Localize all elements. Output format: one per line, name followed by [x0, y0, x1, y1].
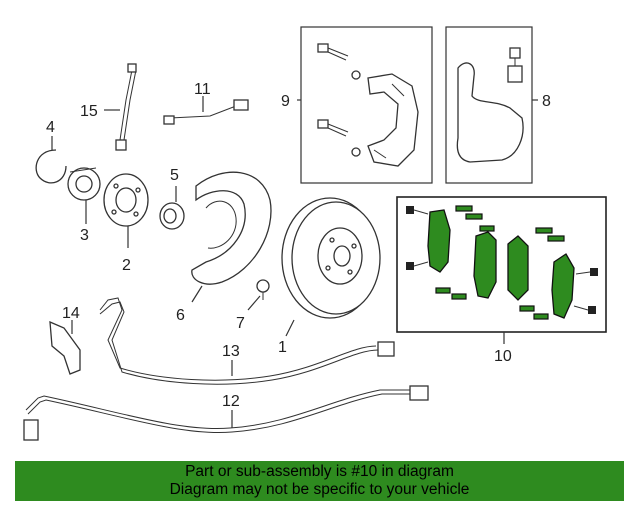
splash-shield: 6 — [176, 171, 272, 324]
pad-clip — [435, 205, 565, 320]
caliper-bracket-bolt-top — [317, 43, 361, 80]
caliper-bracket-bolt-bottom — [317, 119, 361, 157]
callout-12: 12 — [222, 393, 240, 410]
callout-2: 2 — [122, 257, 131, 274]
callout-8: 8 — [542, 93, 551, 110]
guide-pin-box: 8 — [445, 26, 551, 184]
notice-banner: Part or sub-assembly is #10 in diagram D… — [15, 461, 624, 501]
callout-4: 4 — [46, 119, 55, 136]
banner-line-1: Part or sub-assembly is #10 in diagram — [185, 463, 454, 480]
callout-6: 6 — [176, 307, 185, 324]
callout-7: 7 — [236, 315, 245, 332]
brake-pad — [427, 209, 451, 273]
banner-line-2: Diagram may not be specific to your vehi… — [169, 481, 470, 498]
callout-3: 3 — [80, 227, 89, 244]
callout-15: 15 — [80, 103, 98, 120]
callout-13: 13 — [222, 343, 240, 360]
brake-hose: 15 — [80, 63, 137, 151]
wear-sensor: 11 — [163, 81, 249, 125]
callout-14: 14 — [62, 305, 80, 322]
brake-pad — [551, 253, 575, 319]
caliper-bracket — [367, 73, 419, 167]
brake-rotor: 1 — [278, 197, 381, 356]
callout-10: 10 — [494, 348, 512, 365]
brake-parts-diagram: 9 8 — [23, 26, 607, 441]
wheel-hub: 2 — [103, 173, 149, 274]
caliper-bracket-box: 9 — [281, 26, 433, 184]
brake-pad-set-box: 10 — [396, 196, 607, 365]
dust-boot — [456, 62, 524, 163]
wheel-bearing: 3 — [67, 167, 101, 244]
bleeder-screw — [507, 47, 523, 83]
callout-9: 9 — [281, 93, 290, 110]
pad-bolt — [406, 206, 598, 314]
callout-11: 11 — [194, 81, 211, 98]
snap-ring: 4 — [35, 119, 67, 184]
shield-bolt: 7 — [236, 279, 270, 332]
sensor-bracket: 14 — [49, 305, 81, 375]
hub-cap: 5 — [159, 167, 185, 230]
callout-5: 5 — [170, 167, 179, 184]
abs-sensor-12: 12 — [23, 385, 429, 441]
brake-pad — [507, 235, 529, 301]
callout-1: 1 — [278, 339, 287, 356]
brake-pad — [473, 231, 497, 299]
abs-sensor-13: 13 — [99, 297, 395, 385]
